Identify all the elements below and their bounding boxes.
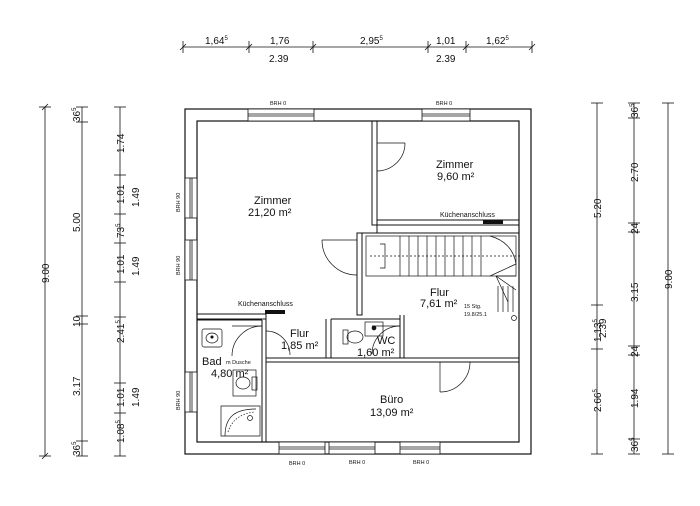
window-label-bottom-3: BRH 0 (413, 460, 429, 466)
right-col2-dim-1: 365 (630, 103, 641, 118)
right-col1-dim-1: 5.20 (593, 198, 604, 218)
left-col2-dim-4: 3.17 (72, 376, 83, 396)
window-label-top-left: BRH 0 (270, 101, 286, 107)
left-col2-dim-2: 5.00 (72, 212, 83, 232)
room-note-bad: m Dusche (226, 360, 251, 366)
left-col3-dim-5: 1.01 (116, 254, 127, 274)
right-col2-dim-3: 24 (630, 222, 641, 234)
top-dimension-chain (179, 41, 536, 53)
top-dim-row2-1: 2.39 (269, 54, 289, 65)
room-area-zimmer-small: 9,60 m² (437, 171, 475, 183)
room-name-zimmer-large: Zimmer (254, 195, 292, 207)
right-col1-dim-4: 2.665 (593, 389, 604, 412)
room-name-wc: WC (377, 335, 395, 347)
right-col2-dim-5: 24 (630, 345, 641, 357)
left-col3-dim-4: 735 (116, 223, 127, 238)
window-label-left-3: BRH 90 (176, 391, 182, 410)
room-area-bad: 4,80 m² (211, 368, 249, 380)
window-label-bottom-1: BRH 0 (289, 461, 305, 467)
room-name-buero: Büro (380, 394, 403, 406)
left-col3-dim-10: 1.085 (116, 420, 127, 443)
top-dim-1: 1,645 (205, 36, 228, 47)
left-col3-dim-7: 2.415 (116, 320, 127, 343)
staircase (365, 235, 520, 312)
room-area-wc: 1,60 m² (357, 347, 395, 359)
left-col2-dim-5: 365 (72, 441, 83, 456)
right-col2-dim-6: 1.94 (630, 388, 641, 408)
room-area-buero: 13,09 m² (370, 407, 414, 419)
left-col3-dim-8: 1.01 (116, 387, 127, 407)
windows (184, 108, 471, 455)
top-dim-5: 1,625 (486, 36, 509, 47)
right-dimension-chains (591, 102, 674, 455)
left-col3-dim-6: 1.49 (131, 256, 142, 276)
left-col3-dim-2: 1.01 (116, 184, 127, 204)
left-overall-dim: 9.00 (41, 263, 52, 283)
room-name-zimmer-small: Zimmer (436, 159, 474, 171)
top-dim-4: 1,01 (436, 36, 456, 47)
left-dimension-chains (39, 103, 126, 460)
window-label-left-1: BRH 90 (176, 193, 182, 212)
room-name-flur-upper: Flur (430, 287, 449, 299)
right-col1-dim-3: 2.39 (598, 318, 609, 338)
bathroom-fixtures (201, 328, 261, 437)
stairs-ratio-label: 19.8/25.1 (464, 312, 487, 318)
right-col2-dim-2: 2.70 (630, 162, 641, 182)
right-overall-dim: 9.00 (664, 269, 675, 289)
right-col2-dim-7: 365 (630, 437, 641, 452)
left-col3-dim-3: 1.49 (131, 187, 142, 207)
wc-fixtures (342, 321, 384, 345)
room-area-zimmer-large: 21,20 m² (248, 207, 292, 219)
room-area-flur-upper: 7,61 m² (420, 298, 458, 310)
top-dim-row2-2: 2.39 (436, 54, 456, 65)
right-col1-dim-2: 1.135 (593, 319, 604, 342)
left-col3-dim-9: 1.49 (131, 387, 142, 407)
stair-start-marker (511, 315, 517, 321)
right-col2-dim-4: 3.15 (630, 282, 641, 302)
stairs-steps-label: 15 Stg. (464, 304, 482, 310)
kitchen-connection-marker (265, 310, 285, 314)
kitchen-connection-marker (483, 220, 503, 224)
room-name-bad: Bad (202, 356, 222, 368)
left-col2-dim-1: 365 (72, 107, 83, 122)
top-dim-3: 2,955 (360, 36, 383, 47)
room-name-flur-lower: Flur (290, 328, 309, 340)
window-label-left-2: BRH 90 (176, 256, 182, 275)
kitchen-connection-label: Küchenanschluss (238, 301, 293, 308)
interior-walls (197, 120, 519, 442)
doors (231, 142, 471, 393)
window-label-top-right: BRH 0 (436, 101, 452, 107)
outer-walls (184, 108, 532, 455)
left-col2-dim-3: 10 (72, 315, 83, 327)
window-label-bottom-2: BRH 0 (349, 460, 365, 466)
left-col3-dim-1: 1.74 (116, 133, 127, 153)
top-dim-2: 1,76 (270, 36, 290, 47)
room-area-flur-lower: 1,85 m² (281, 340, 319, 352)
kitchen-connection-label: Küchenanschluss (440, 212, 495, 219)
